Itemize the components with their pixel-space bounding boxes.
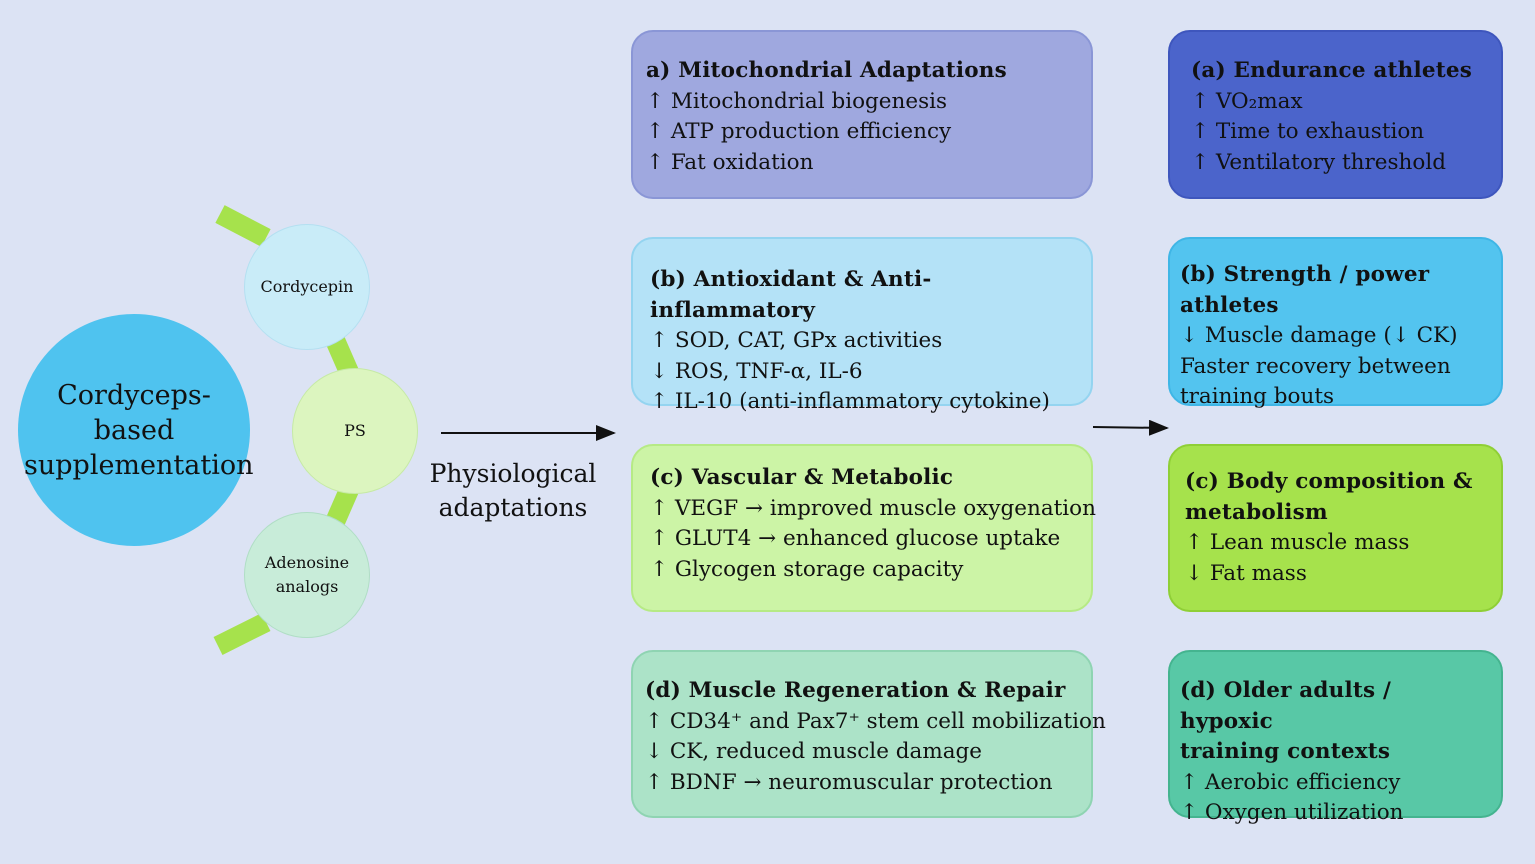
box-title: (d) Older adults / hypoxic [1180,678,1392,734]
box-line: ↑ Ventilatory threshold [1191,149,1446,175]
box-line: ↓ Fat mass [1185,560,1307,586]
box-title: (c) Body composition & [1185,469,1473,494]
box-line: ↑ Oxygen utilization [1180,800,1404,825]
box-line: ↑ ATP production efficiency [646,119,952,144]
box-line: ↑ Glycogen storage capacity [650,556,964,582]
box-line: ↑ CD34⁺ and Pax7⁺ stem cell mobilization [645,708,1106,734]
box-line: ↓ ROS, TNF-α, IL-6 [650,358,863,384]
box-line: ↑ Time to exhaustion [1191,119,1425,144]
box-line: ↑ Aerobic efficiency [1180,769,1401,795]
box-line: training bouts [1180,384,1335,409]
box-line: ↑ Mitochondrial biogenesis [646,88,948,114]
box-line: ↓ Muscle damage (↓ CK) [1180,323,1458,348]
box-line: ↑ IL-10 (anti-inflammatory cytokine) [650,389,1050,414]
cordycepin-label: Cordycepin [260,277,354,296]
ps-circle: PS [292,368,418,494]
adenosine-analogs-label: Adenosine analogs [264,553,350,596]
cordyceps-supplementation-circle: Cordyceps-based supplementation [18,314,254,546]
cordycepin-circle: Cordycepin [244,224,370,350]
box-line: ↑ Lean muscle mass [1185,530,1410,555]
box-title-cont: training contexts [1180,739,1391,764]
box-line: ↑ BDNF → neuromuscular protection [645,769,1053,795]
box-line: ↑ GLUT4 → enhanced glucose uptake [650,526,1061,551]
box-title: (c) Vascular & Metabolic [650,465,954,490]
endurance-athletes-box: (a) Endurance athletes ↑ VO₂max ↑ Time t… [1168,30,1503,199]
body-composition-box: (c) Body composition & metabolism ↑ Lean… [1168,444,1503,612]
adenosine-analogs-circle: Adenosine analogs [244,512,370,638]
main-circle-label: Cordyceps-based supplementation [24,379,254,481]
box-line: ↑ VEGF → improved muscle oxygenation [650,495,1096,521]
box-title: (b) Antioxidant & Anti-inflammatory [650,267,932,323]
connector-ps-adenosine [325,485,359,527]
connector-bottom-arc [213,613,271,655]
muscle-regeneration-box: (d) Muscle Regeneration & Repair ↑ CD34⁺… [631,650,1106,818]
older-adults-hypoxic-box: (d) Older adults / hypoxic training cont… [1168,650,1503,825]
box-title: (b) Strength / power athletes [1180,262,1430,318]
vascular-metabolic-box: (c) Vascular & Metabolic ↑ VEGF → improv… [631,444,1096,612]
box-title: (d) Muscle Regeneration & Repair [645,678,1066,703]
strength-power-athletes-box: (b) Strength / power athletes ↓ Muscle d… [1168,237,1503,409]
box-title-cont: metabolism [1185,499,1328,525]
box-line: ↓ CK, reduced muscle damage [645,739,983,764]
box-title: (a) Endurance athletes [1191,58,1473,83]
mitochondrial-adaptations-box: a) Mitochondrial Adaptations ↑ Mitochond… [631,30,1093,199]
connector-cordycepin-ps [325,335,359,377]
box-line: ↑ SOD, CAT, GPx activities [650,328,943,353]
antioxidant-antiinflammatory-box: (b) Antioxidant & Anti-inflammatory ↑ SO… [631,237,1093,414]
connector-top-arc [215,205,271,247]
ps-label: PS [344,421,366,440]
arrow-to-populations [1092,419,1169,436]
physiological-adaptations-label: Physiological adaptations [429,459,597,522]
box-line: ↑ Fat oxidation [646,149,814,175]
box-line: ↑ VO₂max [1191,88,1303,114]
box-title: a) Mitochondrial Adaptations [646,58,1007,83]
box-line: Faster recovery between [1180,353,1451,379]
